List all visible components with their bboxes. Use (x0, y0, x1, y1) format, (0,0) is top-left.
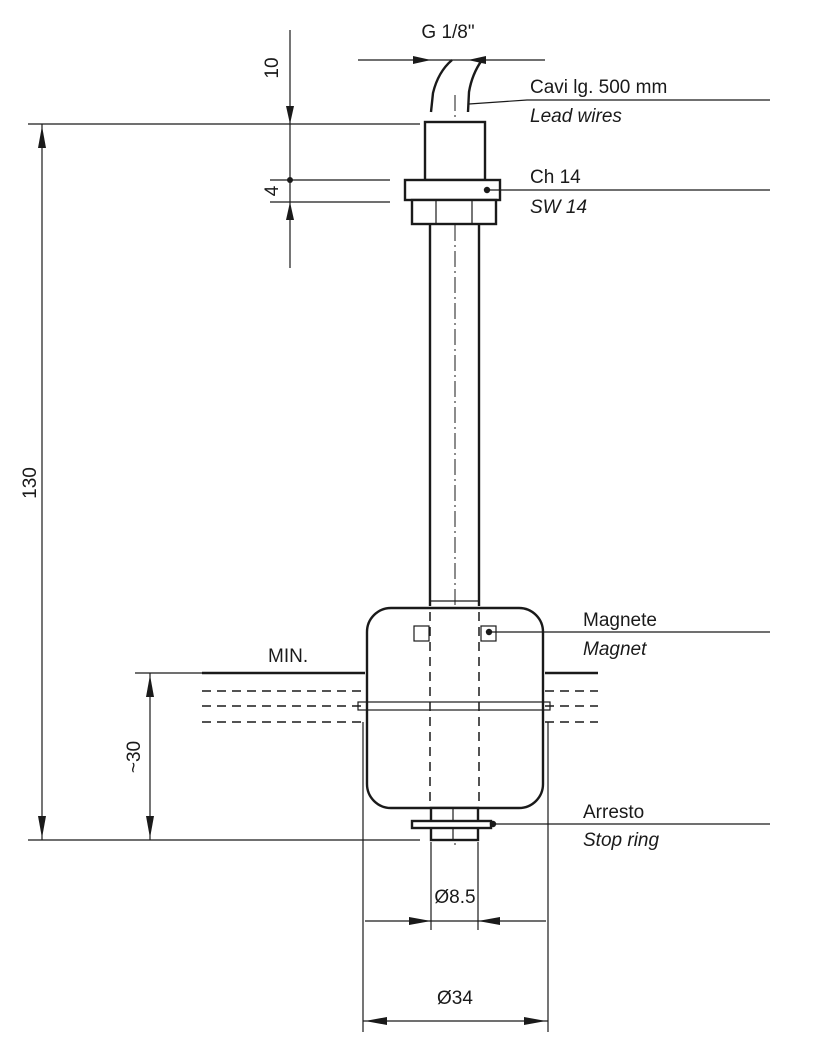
top-lead-value: 10 (262, 57, 283, 78)
float-offset-value: ~30 (124, 741, 145, 773)
stem-diameter-dimension (365, 842, 546, 930)
stop-ring (410, 806, 493, 842)
magnet-label-it: Magnete (583, 610, 657, 631)
top-lead-dimension (270, 30, 420, 268)
hex-label-en: SW 14 (530, 197, 587, 218)
min-level-label: MIN. (268, 646, 308, 667)
stop-label-en: Stop ring (583, 830, 659, 851)
float-diameter-dimension (362, 722, 549, 1032)
stop-label-it: Arresto (583, 802, 644, 823)
hex-nut (403, 178, 502, 226)
hex-height-value: 4 (262, 185, 283, 196)
stem-diameter-value: Ø8.5 (434, 887, 475, 908)
magnet-square-left (413, 625, 430, 642)
total-length-dimension (28, 123, 420, 841)
float-body (357, 606, 551, 810)
liquid-level (202, 671, 598, 723)
thread-plug (423, 120, 487, 182)
cable-label-en: Lead wires (530, 106, 622, 127)
thread-dimension (358, 56, 545, 64)
float-offset-dimension (135, 672, 202, 840)
magnet-label-en: Magnet (583, 639, 647, 660)
magnet-square-right (480, 625, 497, 642)
cable-label-it: Cavi lg. 500 mm (530, 77, 667, 98)
lead-wires (429, 59, 483, 113)
thread-label: G 1/8" (421, 22, 474, 43)
stem-tube (428, 224, 481, 606)
leader-lines (468, 99, 770, 828)
hex-label-it: Ch 14 (530, 167, 581, 188)
total-length-value: 130 (20, 467, 41, 499)
float-diameter-value: Ø34 (437, 988, 473, 1009)
